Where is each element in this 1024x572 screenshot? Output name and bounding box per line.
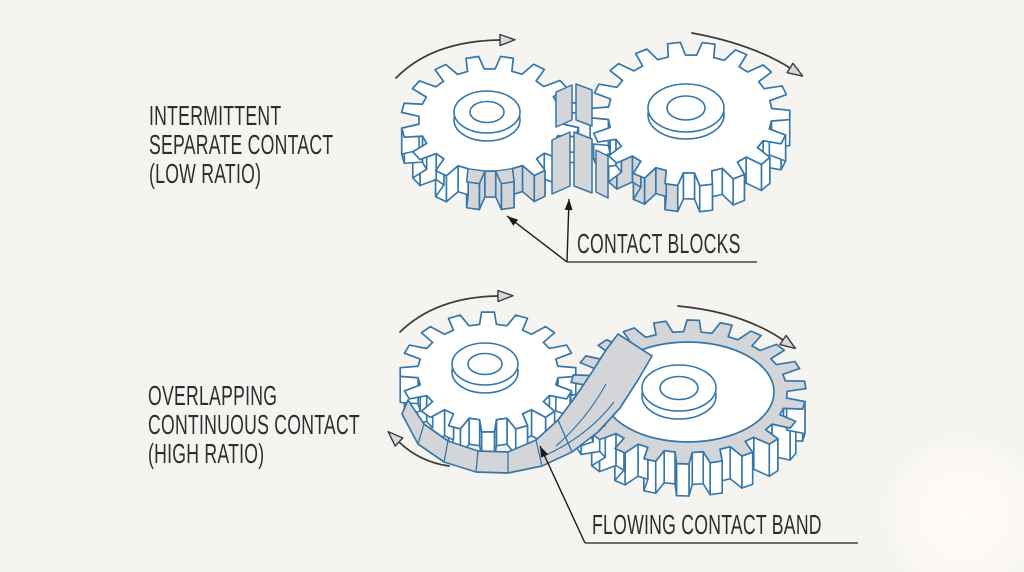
caption-line: (HIGH RATIO)	[148, 438, 265, 469]
contact-block	[551, 131, 571, 195]
bottom-right-gear	[569, 319, 807, 497]
top-left-rotation-arrow	[395, 33, 516, 79]
bottom-reverse-rotation-arrow	[387, 430, 450, 467]
bottom-right-rotation-arrow	[677, 305, 797, 350]
top-right-rotation-arrow	[691, 32, 804, 77]
top-right-gear	[589, 41, 791, 213]
contact-blocks-group	[551, 83, 609, 199]
top-diagram-caption: INTERMITTENT SEPARATE CONTACT (LOW RATIO…	[149, 101, 333, 188]
flowing-contact-band	[401, 333, 653, 474]
contact-block	[573, 131, 593, 194]
caption-line: OVERLAPPING	[148, 380, 278, 411]
contact-block	[575, 83, 593, 127]
caption-line: INTERMITTENT	[149, 100, 282, 131]
caption-line: SEPARATE CONTACT	[149, 129, 334, 160]
bottom-diagram-caption: OVERLAPPING CONTINUOUS CONTACT (HIGH RAT…	[148, 381, 360, 468]
contact-blocks-label: CONTACT BLOCKS	[577, 228, 741, 259]
caption-line: CONTINUOUS CONTACT	[148, 409, 360, 440]
contact-blocks-leader	[506, 198, 757, 263]
bottom-left-rotation-arrow	[399, 289, 514, 333]
flowing-band-leader	[539, 445, 858, 544]
caption-line: (LOW RATIO)	[149, 158, 262, 189]
contact-block	[595, 149, 609, 199]
contact-block	[555, 84, 573, 128]
flowing-contact-band-label: FLOWING CONTACT BAND	[592, 509, 822, 540]
